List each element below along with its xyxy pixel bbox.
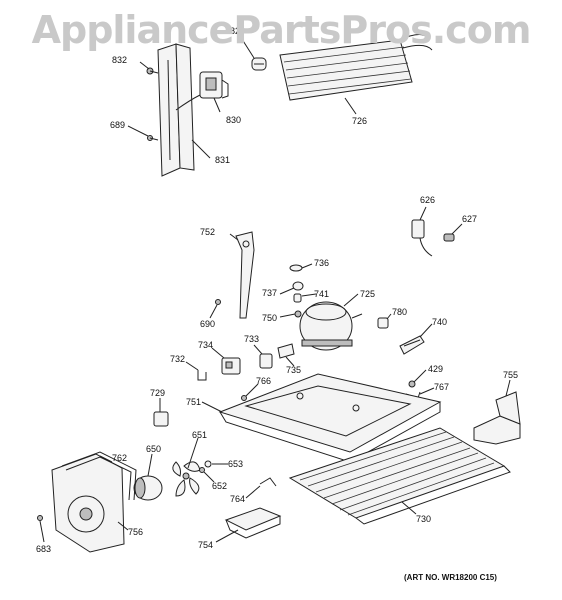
label-653: 653: [228, 459, 243, 469]
part-820-fitting: [251, 57, 267, 71]
leader-lines: [39, 35, 511, 543]
label-820: 820: [230, 26, 245, 36]
label-729: 729: [150, 388, 165, 398]
label-429: 429: [428, 364, 443, 374]
part-732-clip: [197, 370, 207, 381]
label-690: 690: [200, 319, 215, 329]
part-730-condenser: [288, 427, 511, 525]
label-764: 764: [230, 494, 245, 504]
part-683-screw: [37, 515, 43, 521]
label-689: 689: [110, 120, 125, 130]
part-764-clip: [259, 477, 277, 487]
part-689-screw: [147, 135, 159, 141]
label-754: 754: [198, 540, 213, 550]
label-751: 751: [186, 397, 201, 407]
label-730: 730: [416, 514, 431, 524]
label-736: 736: [314, 258, 329, 268]
label-734: 734: [198, 340, 213, 350]
part-652-nut: [199, 467, 205, 473]
label-652: 652: [212, 481, 227, 491]
part-736-clip: [289, 264, 303, 272]
part-766-screw: [241, 395, 247, 401]
part-750-bolt: [294, 310, 302, 318]
label-740: 740: [432, 317, 447, 327]
part-752-bracket: [235, 231, 255, 319]
part-733-capacitor: [259, 353, 273, 369]
part-690-screw: [215, 299, 221, 305]
part-726-evaporator: [279, 34, 433, 101]
label-766: 766: [256, 376, 271, 386]
label-750: 750: [262, 313, 277, 323]
label-650: 650: [146, 444, 161, 454]
label-737: 737: [262, 288, 277, 298]
part-653-clip: [204, 460, 212, 468]
label-726: 726: [352, 116, 367, 126]
part-429-screw: [408, 380, 416, 388]
label-733: 733: [244, 334, 259, 344]
part-650-fan-motor: [133, 475, 163, 501]
part-729-switch: [153, 411, 169, 427]
label-735: 735: [286, 365, 301, 375]
art-number: (ART NO. WR18200 C15): [404, 573, 497, 582]
part-751-base-pan: [218, 373, 442, 463]
part-737-grommet: [292, 281, 304, 291]
label-741: 741: [314, 289, 329, 299]
label-832: 832: [112, 55, 127, 65]
label-651: 651: [192, 430, 207, 440]
part-831-bracket: [157, 43, 201, 177]
label-755: 755: [503, 370, 518, 380]
part-735-bracket: [277, 343, 295, 359]
part-832-screw: [146, 67, 159, 75]
label-725: 725: [360, 289, 375, 299]
label-767: 767: [434, 382, 449, 392]
label-780: 780: [392, 307, 407, 317]
label-830: 830: [226, 115, 241, 125]
label-683: 683: [36, 544, 51, 554]
part-754-drain-pan: [224, 507, 282, 539]
part-626-thermostat: [411, 219, 433, 257]
part-labels: 832 820 689 830 831 726 626 627 752 736 …: [36, 26, 518, 554]
part-741-sleeve: [293, 293, 302, 303]
label-627: 627: [462, 214, 477, 224]
label-732: 732: [170, 354, 185, 364]
part-627-clip: [443, 233, 455, 242]
watermark: AppliancePartsPros.com: [31, 8, 532, 52]
label-762: 762: [112, 453, 127, 463]
part-734-relay: [221, 357, 241, 375]
label-752: 752: [200, 227, 215, 237]
part-651-fan-blade: [172, 461, 201, 497]
part-725-compressor: [299, 301, 363, 351]
part-740-overload: [399, 335, 425, 355]
part-756-fan-shroud: [51, 453, 125, 553]
part-830-damper: [199, 71, 229, 99]
label-756: 756: [128, 527, 143, 537]
label-626: 626: [420, 195, 435, 205]
part-755-bracket: [473, 391, 521, 445]
label-831: 831: [215, 155, 230, 165]
part-780-relay-cover: [377, 317, 389, 329]
